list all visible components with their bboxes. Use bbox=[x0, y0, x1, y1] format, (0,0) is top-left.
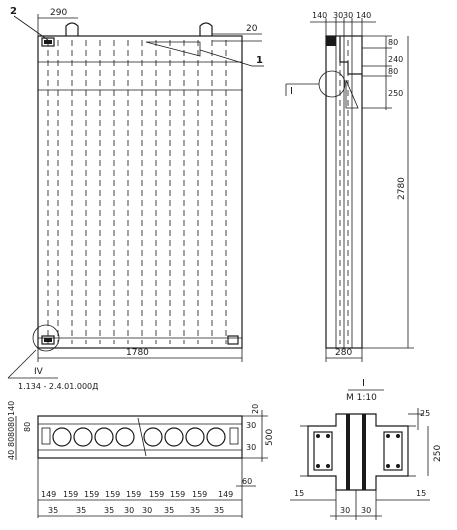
detail-IV-circle bbox=[32, 324, 60, 352]
side-dim-right-1: 80 bbox=[388, 38, 398, 47]
detail-I-circle bbox=[318, 70, 346, 98]
dim-280: 280 bbox=[335, 348, 352, 358]
dim-20-top: 20 bbox=[246, 24, 258, 34]
plan-ticks bbox=[37, 458, 243, 518]
detail-I-rebar-right bbox=[383, 431, 403, 471]
plan-bottom-low-labels: 35 35 35 30 30 35 35 35 bbox=[48, 506, 224, 515]
plan-dim-b3: 159 bbox=[84, 490, 99, 499]
embed-plate-top-left bbox=[41, 37, 55, 47]
plan-dim-right-30b: 30 bbox=[246, 443, 256, 452]
plan-dim-left-5: 140 bbox=[7, 401, 16, 416]
detail-I-scale: M 1:10 bbox=[346, 393, 377, 403]
plan-dim-b1: 149 bbox=[41, 490, 56, 499]
plan-dim-c4: 30 bbox=[124, 506, 134, 515]
plan-dim-b5: 159 bbox=[126, 490, 141, 499]
side-dim-top-3: 30 bbox=[343, 11, 353, 20]
plan-dim-right-30a: 30 bbox=[246, 421, 256, 430]
section-plan: 40 80 80 80 140 80 20 30 30 500 60 149 1… bbox=[7, 401, 275, 518]
plan-dim-c5: 30 bbox=[142, 506, 152, 515]
dim-1780: 1780 bbox=[126, 348, 149, 358]
plan-dim-c1: 35 bbox=[48, 506, 58, 515]
detail-I-rebar-left bbox=[313, 431, 333, 471]
detail-dim-250: 250 bbox=[433, 445, 443, 462]
insert-triangle bbox=[145, 41, 201, 57]
plan-dim-left-1: 40 bbox=[7, 450, 16, 460]
plan-dim-c3: 35 bbox=[104, 506, 114, 515]
reference-code: 1.134 - 2.4.01.000Д bbox=[18, 382, 98, 391]
detail-dim-30a: 30 bbox=[340, 506, 350, 515]
plan-dim-c7: 35 bbox=[190, 506, 200, 515]
plan-dim-right-20: 20 bbox=[251, 404, 260, 414]
joint-profile bbox=[339, 36, 362, 75]
detail-dim-30b: 30 bbox=[361, 506, 371, 515]
plan-dim-b8: 159 bbox=[192, 490, 207, 499]
rebar-lines bbox=[47, 40, 227, 344]
detail-dim-15-left: 15 bbox=[294, 489, 304, 498]
callout-IV: IV bbox=[34, 367, 44, 377]
callout-2: 2 bbox=[10, 6, 17, 17]
panel-outline bbox=[37, 35, 243, 349]
embed-plate-bottom-right bbox=[227, 335, 239, 345]
detail-I-section bbox=[307, 413, 409, 491]
section-outline bbox=[37, 415, 243, 459]
side-dim-right-3: 80 bbox=[388, 67, 398, 76]
plan-dim-left-2: 80 bbox=[7, 437, 16, 447]
plan-dim-left-3: 80 bbox=[7, 427, 16, 437]
side-dim-right-2: 240 bbox=[388, 55, 403, 64]
embed-plate-bottom-left bbox=[41, 335, 55, 345]
plan-dim-b7: 159 bbox=[170, 490, 185, 499]
plan-dim-c8: 35 bbox=[214, 506, 224, 515]
plan-dim-c6: 35 bbox=[164, 506, 174, 515]
plan-dim-b4: 159 bbox=[105, 490, 120, 499]
detail-I: I M 1:10 25 250 15 15 30 30 bbox=[290, 378, 443, 520]
detail-dim-25: 25 bbox=[420, 409, 430, 418]
callout-I: I bbox=[290, 86, 293, 97]
plan-dim-left-4: 80 bbox=[7, 417, 16, 427]
plan-dim-500: 500 bbox=[265, 429, 275, 446]
dim-290: 290 bbox=[50, 8, 67, 18]
detail-dim-15-right: 15 bbox=[416, 489, 426, 498]
plan-bottom-top-labels: 149 159 159 159 159 159 159 159 149 bbox=[41, 490, 233, 499]
dim-2780: 2780 bbox=[397, 177, 407, 200]
plan-dim-b2: 159 bbox=[63, 490, 78, 499]
lifting-loop-right bbox=[199, 22, 213, 36]
side-dim-top-2: 30 bbox=[333, 11, 343, 20]
side-dim-right-4: 250 bbox=[388, 89, 403, 98]
detail-I-title: I bbox=[362, 378, 365, 389]
plan-dim-b6: 159 bbox=[149, 490, 164, 499]
side-dim-top-4: 140 bbox=[356, 11, 371, 20]
plan-dim-b9: 149 bbox=[218, 490, 233, 499]
plan-dim-c2: 35 bbox=[76, 506, 86, 515]
plan-dim-80: 80 bbox=[23, 422, 32, 432]
plan-dim-60: 60 bbox=[242, 477, 252, 486]
front-view: 290 20 2 1 1780 IV 1.134 - 2.4.01.000Д bbox=[7, 6, 264, 391]
callout-1: 1 bbox=[256, 55, 263, 66]
side-view: I 140 30 30 140 80 240 80 250 2780 280 bbox=[285, 11, 414, 362]
side-dim-top-1: 140 bbox=[312, 11, 327, 20]
hollow-cores bbox=[52, 427, 226, 447]
lifting-loop-left bbox=[65, 22, 79, 36]
